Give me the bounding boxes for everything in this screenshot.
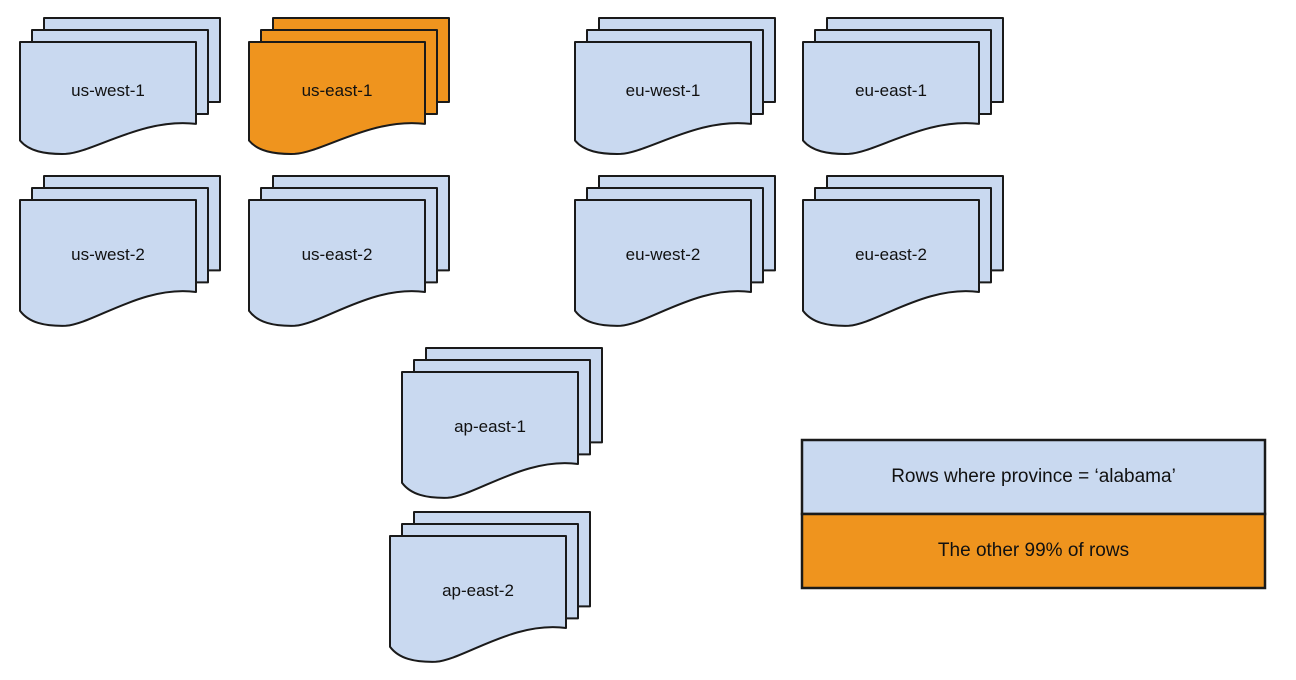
stack-sheet-front <box>19 199 197 327</box>
stack-sheet-front <box>574 41 752 155</box>
stack-sheet-front <box>248 41 426 155</box>
stack-eu-east-1[interactable]: eu-east-1 <box>802 17 1004 155</box>
stack-us-west-1[interactable]: us-west-1 <box>19 17 221 155</box>
stack-us-east-2[interactable]: us-east-2 <box>248 175 450 327</box>
stack-label-eu-west-2: eu-west-2 <box>626 245 701 264</box>
stack-label-us-west-1: us-west-1 <box>71 81 145 100</box>
stack-sheet-front <box>574 199 752 327</box>
stack-sheet-front <box>389 535 567 663</box>
stack-eu-west-1[interactable]: eu-west-1 <box>574 17 776 155</box>
stack-sheet-front <box>401 371 579 499</box>
stack-label-eu-west-1: eu-west-1 <box>626 81 701 100</box>
stack-eu-west-2[interactable]: eu-west-2 <box>574 175 776 327</box>
legend: Rows where province = ‘alabama’ The other… <box>800 438 1267 590</box>
stack-label-eu-east-2: eu-east-2 <box>855 245 927 264</box>
stack-us-west-2[interactable]: us-west-2 <box>19 175 221 327</box>
stack-ap-east-2[interactable]: ap-east-2 <box>389 511 591 663</box>
stack-label-ap-east-2: ap-east-2 <box>442 581 514 600</box>
stack-us-east-1[interactable]: us-east-1 <box>248 17 450 155</box>
stacks-layer: us-west-1 us-east-1 eu-west-1 eu-east-1 us-w… <box>19 17 1004 663</box>
stack-sheet-front <box>248 199 426 327</box>
legend-swatch-blue <box>800 438 1267 516</box>
stack-label-us-east-2: us-east-2 <box>302 245 373 264</box>
stack-sheet-front <box>19 41 197 155</box>
stack-eu-east-2[interactable]: eu-east-2 <box>802 175 1004 327</box>
stack-sheet-front <box>802 199 980 327</box>
legend-row-legend-blue: Rows where province = ‘alabama’ <box>800 438 1267 516</box>
legend-text-legend-blue: Rows where province = ‘alabama’ <box>891 466 1176 487</box>
legend-text-legend-orange: The other 99% of rows <box>938 540 1129 561</box>
stack-label-eu-east-1: eu-east-1 <box>855 81 927 100</box>
stack-label-us-west-2: us-west-2 <box>71 245 145 264</box>
legend-swatch-orange <box>800 512 1267 590</box>
stack-ap-east-1[interactable]: ap-east-1 <box>401 347 603 499</box>
legend-row-legend-orange: The other 99% of rows <box>800 512 1267 590</box>
stack-sheet-front <box>802 41 980 155</box>
stack-label-ap-east-1: ap-east-1 <box>454 417 526 436</box>
stack-label-us-east-1: us-east-1 <box>302 81 373 100</box>
